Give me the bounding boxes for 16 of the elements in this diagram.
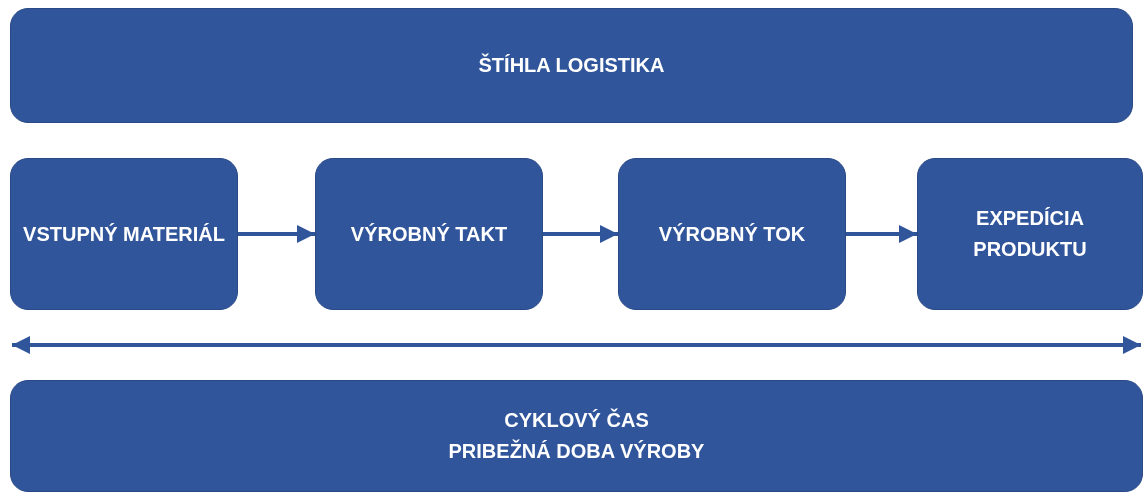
process-box xyxy=(917,158,1143,310)
process-box xyxy=(618,158,846,310)
process-box xyxy=(10,158,238,310)
node-label: VSTUPNÝ MATERIÁL xyxy=(22,221,226,247)
arrow xyxy=(846,225,917,243)
banner-box xyxy=(10,380,1143,492)
arrow xyxy=(543,225,618,243)
node-label: ŠTÍHLA LOGISTIKA xyxy=(477,52,666,78)
banner-box xyxy=(10,8,1133,123)
arrow xyxy=(238,225,315,243)
node-label: VÝROBNÝ TOK xyxy=(657,221,807,247)
node-label: VÝROBNÝ TAKT xyxy=(349,221,509,247)
process-box xyxy=(315,158,543,310)
node-label: PRIBEŽNÁ DOBA VÝROBY xyxy=(447,438,706,464)
node-label: CYKLOVÝ ČAS xyxy=(503,407,650,433)
node-label: EXPEDÍCIA PRODUKTU xyxy=(972,206,1088,262)
